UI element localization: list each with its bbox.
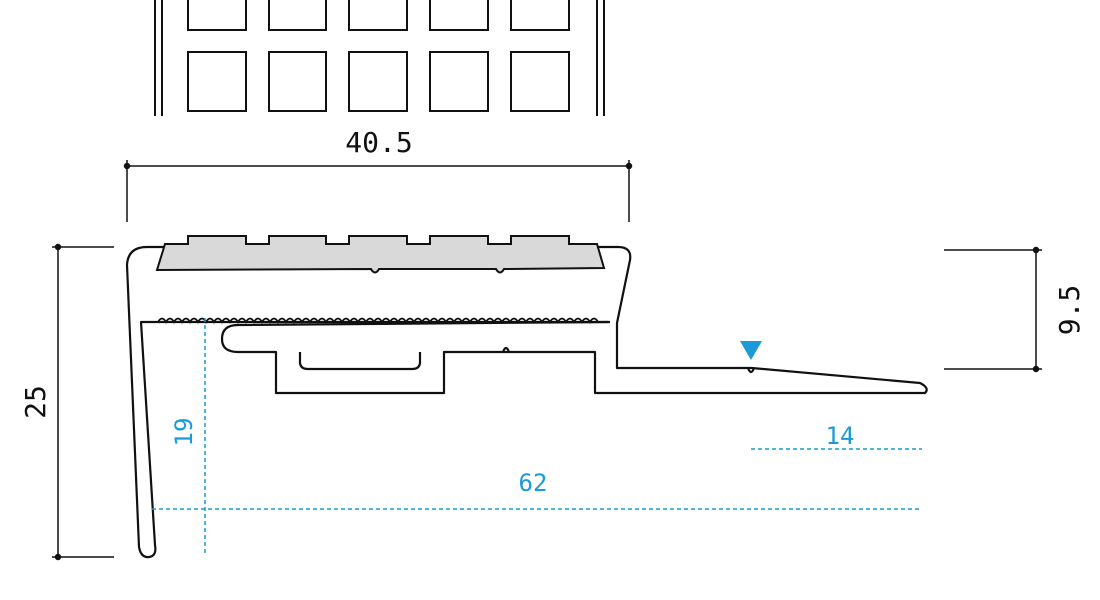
dimension-label-height-total: 25 xyxy=(19,385,52,419)
grid-cell xyxy=(510,51,570,112)
grid-cell xyxy=(348,0,408,31)
dimension-height-right xyxy=(944,246,1042,373)
dimension-dot xyxy=(54,553,62,561)
dimension-label-length-total: 62 xyxy=(519,469,548,497)
grid-cell xyxy=(348,51,408,112)
profile-groove xyxy=(501,346,511,353)
dimension-label-depth-inner: 19 xyxy=(170,418,198,447)
grid-cell xyxy=(510,0,570,31)
dimension-label-width-top: 40.5 xyxy=(345,126,412,159)
dimension-label-height-right: 9.5 xyxy=(1053,285,1086,336)
profile-inner-channel xyxy=(298,352,422,371)
triangle-down-icon xyxy=(740,341,762,360)
serration-teeth xyxy=(157,317,599,324)
profile-outer-contour xyxy=(147,245,928,395)
dimension-dot xyxy=(1032,246,1040,254)
grid-cell xyxy=(429,0,489,31)
serration xyxy=(157,317,599,324)
grid-cell xyxy=(268,51,327,112)
grid-cell xyxy=(187,51,247,112)
dimension-dot xyxy=(123,162,131,170)
profile-section xyxy=(125,245,928,559)
profile-groove xyxy=(746,367,756,374)
anti-slip-insert xyxy=(155,235,606,274)
dimension-dot xyxy=(625,162,633,170)
profile-leg xyxy=(125,245,608,559)
dimension-dot xyxy=(1032,365,1040,373)
top-view xyxy=(154,0,605,116)
dimension-height-total xyxy=(52,243,114,561)
dimension-label-length-tail: 14 xyxy=(826,422,855,450)
grid-cell xyxy=(429,51,489,112)
insert-body xyxy=(155,235,606,274)
grid-cell xyxy=(187,0,247,31)
dimension-width-top xyxy=(123,160,633,222)
dimension-dot xyxy=(54,243,62,251)
grid-cell xyxy=(268,0,327,31)
